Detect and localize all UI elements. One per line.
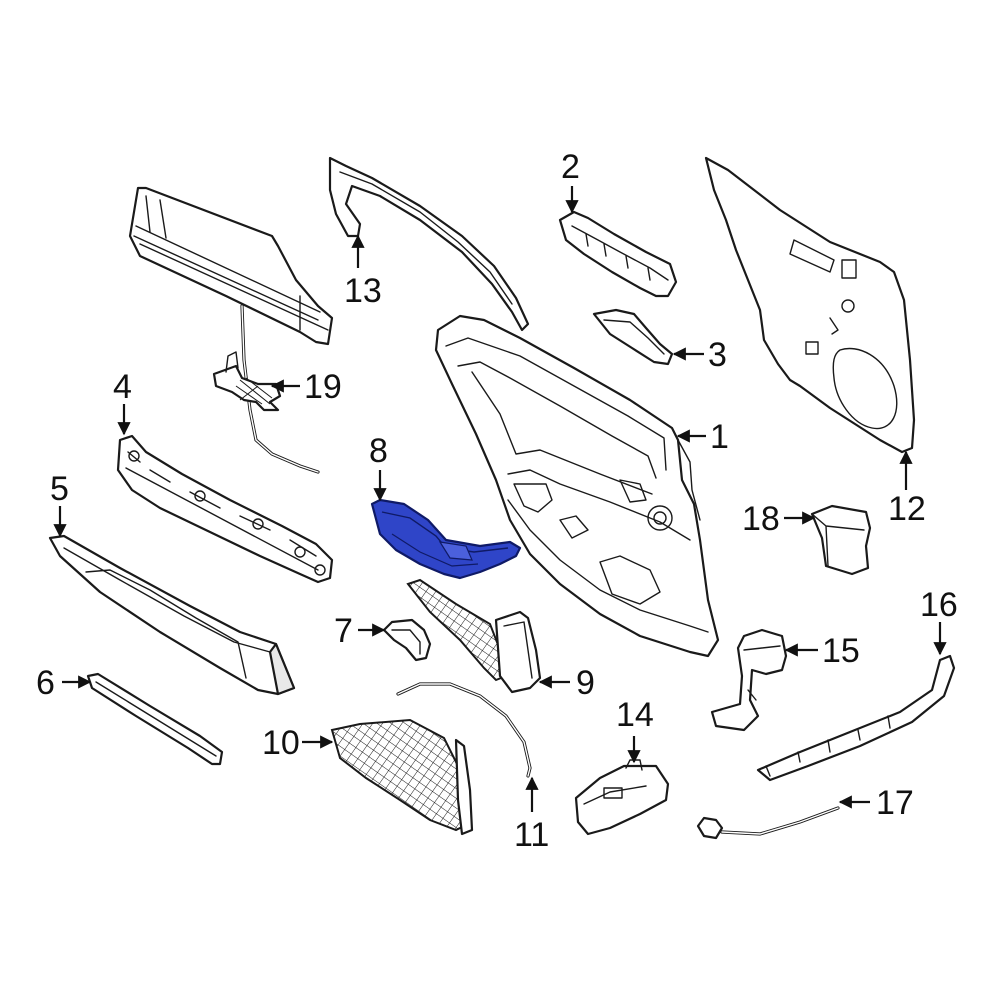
part-6-strip [86, 672, 224, 766]
callout-3: 3 [708, 336, 727, 374]
callout-2: 2 [561, 148, 580, 186]
callout-4: 4 [113, 368, 132, 406]
part-16-light-strip [756, 654, 956, 782]
part-2-clip-bracket [558, 210, 678, 298]
leader-lines [53, 186, 947, 812]
callout-1: 1 [710, 418, 729, 456]
callout-5: 5 [50, 470, 69, 508]
callout-17: 17 [876, 784, 914, 822]
callout-14: 14 [616, 696, 654, 734]
part-1-door-panel [434, 314, 720, 658]
callout-15: 15 [822, 632, 860, 670]
part-19-window-regulator [128, 186, 334, 474]
callout-6: 6 [36, 664, 55, 702]
callout-7: 7 [334, 612, 353, 650]
callout-12: 12 [888, 490, 926, 528]
part-14-handle-module [574, 759, 670, 836]
part-12-insulator [704, 156, 916, 454]
part-11-wire-trim [396, 682, 532, 778]
callout-9: 9 [576, 664, 595, 702]
callout-19: 19 [304, 368, 342, 406]
part-8-armrest-highlighted [370, 498, 522, 580]
part-5-trim-strip [48, 534, 296, 696]
part-15-connector [710, 628, 788, 732]
part-7-cover [382, 618, 432, 662]
callout-18: 18 [742, 500, 780, 538]
callout-labels: 1 2 3 4 5 6 7 8 9 10 11 12 13 14 15 16 1… [36, 148, 958, 854]
callout-10: 10 [262, 724, 300, 762]
part-3-switch-housing [592, 308, 674, 366]
part-4-bracket [116, 434, 334, 584]
part-17-cable [696, 806, 840, 840]
callout-8: 8 [369, 432, 388, 470]
callout-16: 16 [920, 586, 958, 624]
part-9-pocket-trim [406, 578, 542, 694]
callout-13: 13 [344, 272, 382, 310]
callout-11: 11 [514, 816, 549, 854]
part-10-mesh-pocket [330, 718, 474, 836]
part-18-cup [810, 504, 872, 576]
